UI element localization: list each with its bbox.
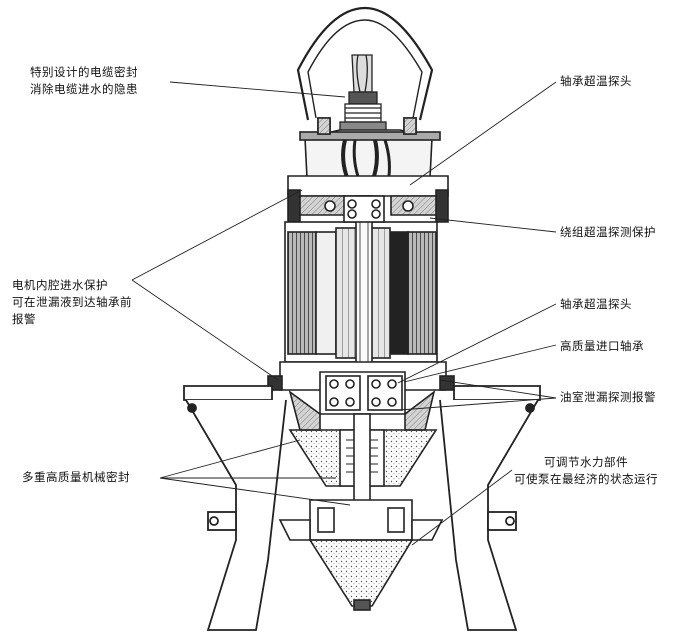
impeller-hub: [278, 499, 444, 611]
label-oil-chamber-leak-alarm: 油室泄漏探测报警: [560, 390, 656, 404]
label-adjustable-line1: 可调节水力部件: [544, 455, 628, 469]
cable-gland: [339, 54, 387, 135]
label-adjustable-line2: 可使泵在最经济的状态运行: [514, 472, 658, 486]
label-motor-cavity-water-protection: 电机内腔进水保护 可在泄漏液到达轴承前 报警: [12, 277, 132, 328]
label-cable-seal-line1: 特别设计的电缆密封: [30, 65, 138, 79]
label-bearing-temp-probe-bottom: 轴承超温探头: [560, 297, 632, 311]
leader-lines: [131, 81, 557, 546]
label-cable-seal-line2: 消除电缆进水的隐患: [30, 82, 138, 96]
label-winding-temp-protection: 绕组超温探测保护: [560, 225, 656, 239]
motor-stator-rotor: [284, 195, 438, 387]
label-adjustable-flow-component: 可调节水力部件 可使泵在最经济的状态运行: [514, 454, 658, 488]
label-motor-cavity-line1: 电机内腔进水保护: [12, 278, 108, 292]
label-motor-cavity-line3: 报警: [12, 312, 36, 326]
motor-top-cap: [299, 117, 441, 183]
lower-bearing-housing: [267, 361, 455, 431]
label-multiple-mechanical-seal: 多重高质量机械密封: [22, 470, 130, 484]
motor-upper-flange: [287, 175, 449, 223]
label-motor-cavity-line2: 可在泄漏液到达轴承前: [12, 295, 132, 309]
outer-casing: [183, 385, 541, 631]
label-cable-seal: 特别设计的电缆密封 消除电缆进水的隐患: [30, 64, 138, 98]
lifting-handle: [296, 6, 434, 121]
label-high-quality-imported-bearing: 高质量进口轴承: [560, 339, 644, 353]
oil-seal-chamber: [288, 413, 438, 525]
label-bearing-temp-probe-top: 轴承超温探头: [560, 74, 632, 88]
